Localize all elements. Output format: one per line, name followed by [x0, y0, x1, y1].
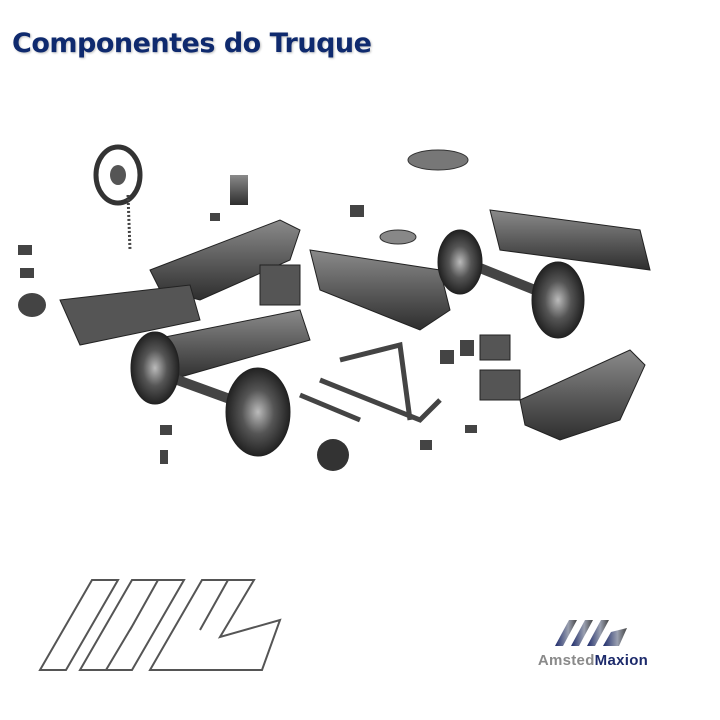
small-parts [18, 205, 477, 464]
bolster-right [309, 249, 451, 331]
logo-text-maxion: Maxion [594, 652, 649, 669]
brake-cylinder [317, 439, 349, 471]
center-bowl-liner [379, 229, 417, 245]
slide-title: Componentes do Truque [12, 28, 372, 59]
outline-logo-mark [38, 579, 282, 671]
brake-rigging [299, 341, 442, 423]
side-frame-right [519, 349, 646, 441]
hand-brake-wheel [93, 144, 143, 251]
bearing-part [230, 175, 248, 205]
wheelset-rear [437, 229, 585, 339]
logo-text-amsted: Amsted [537, 652, 595, 669]
wheelset-front [130, 331, 291, 457]
brake-beam-box [489, 209, 651, 271]
amsted-maxion-logo-mark [555, 620, 627, 646]
exploded-bogie-illustration [18, 144, 651, 471]
side-frame-rear [59, 284, 201, 346]
center-plate [407, 149, 469, 171]
amsted-maxion-logo: AmstedMaxion [508, 618, 678, 669]
spring-nests [259, 264, 521, 401]
